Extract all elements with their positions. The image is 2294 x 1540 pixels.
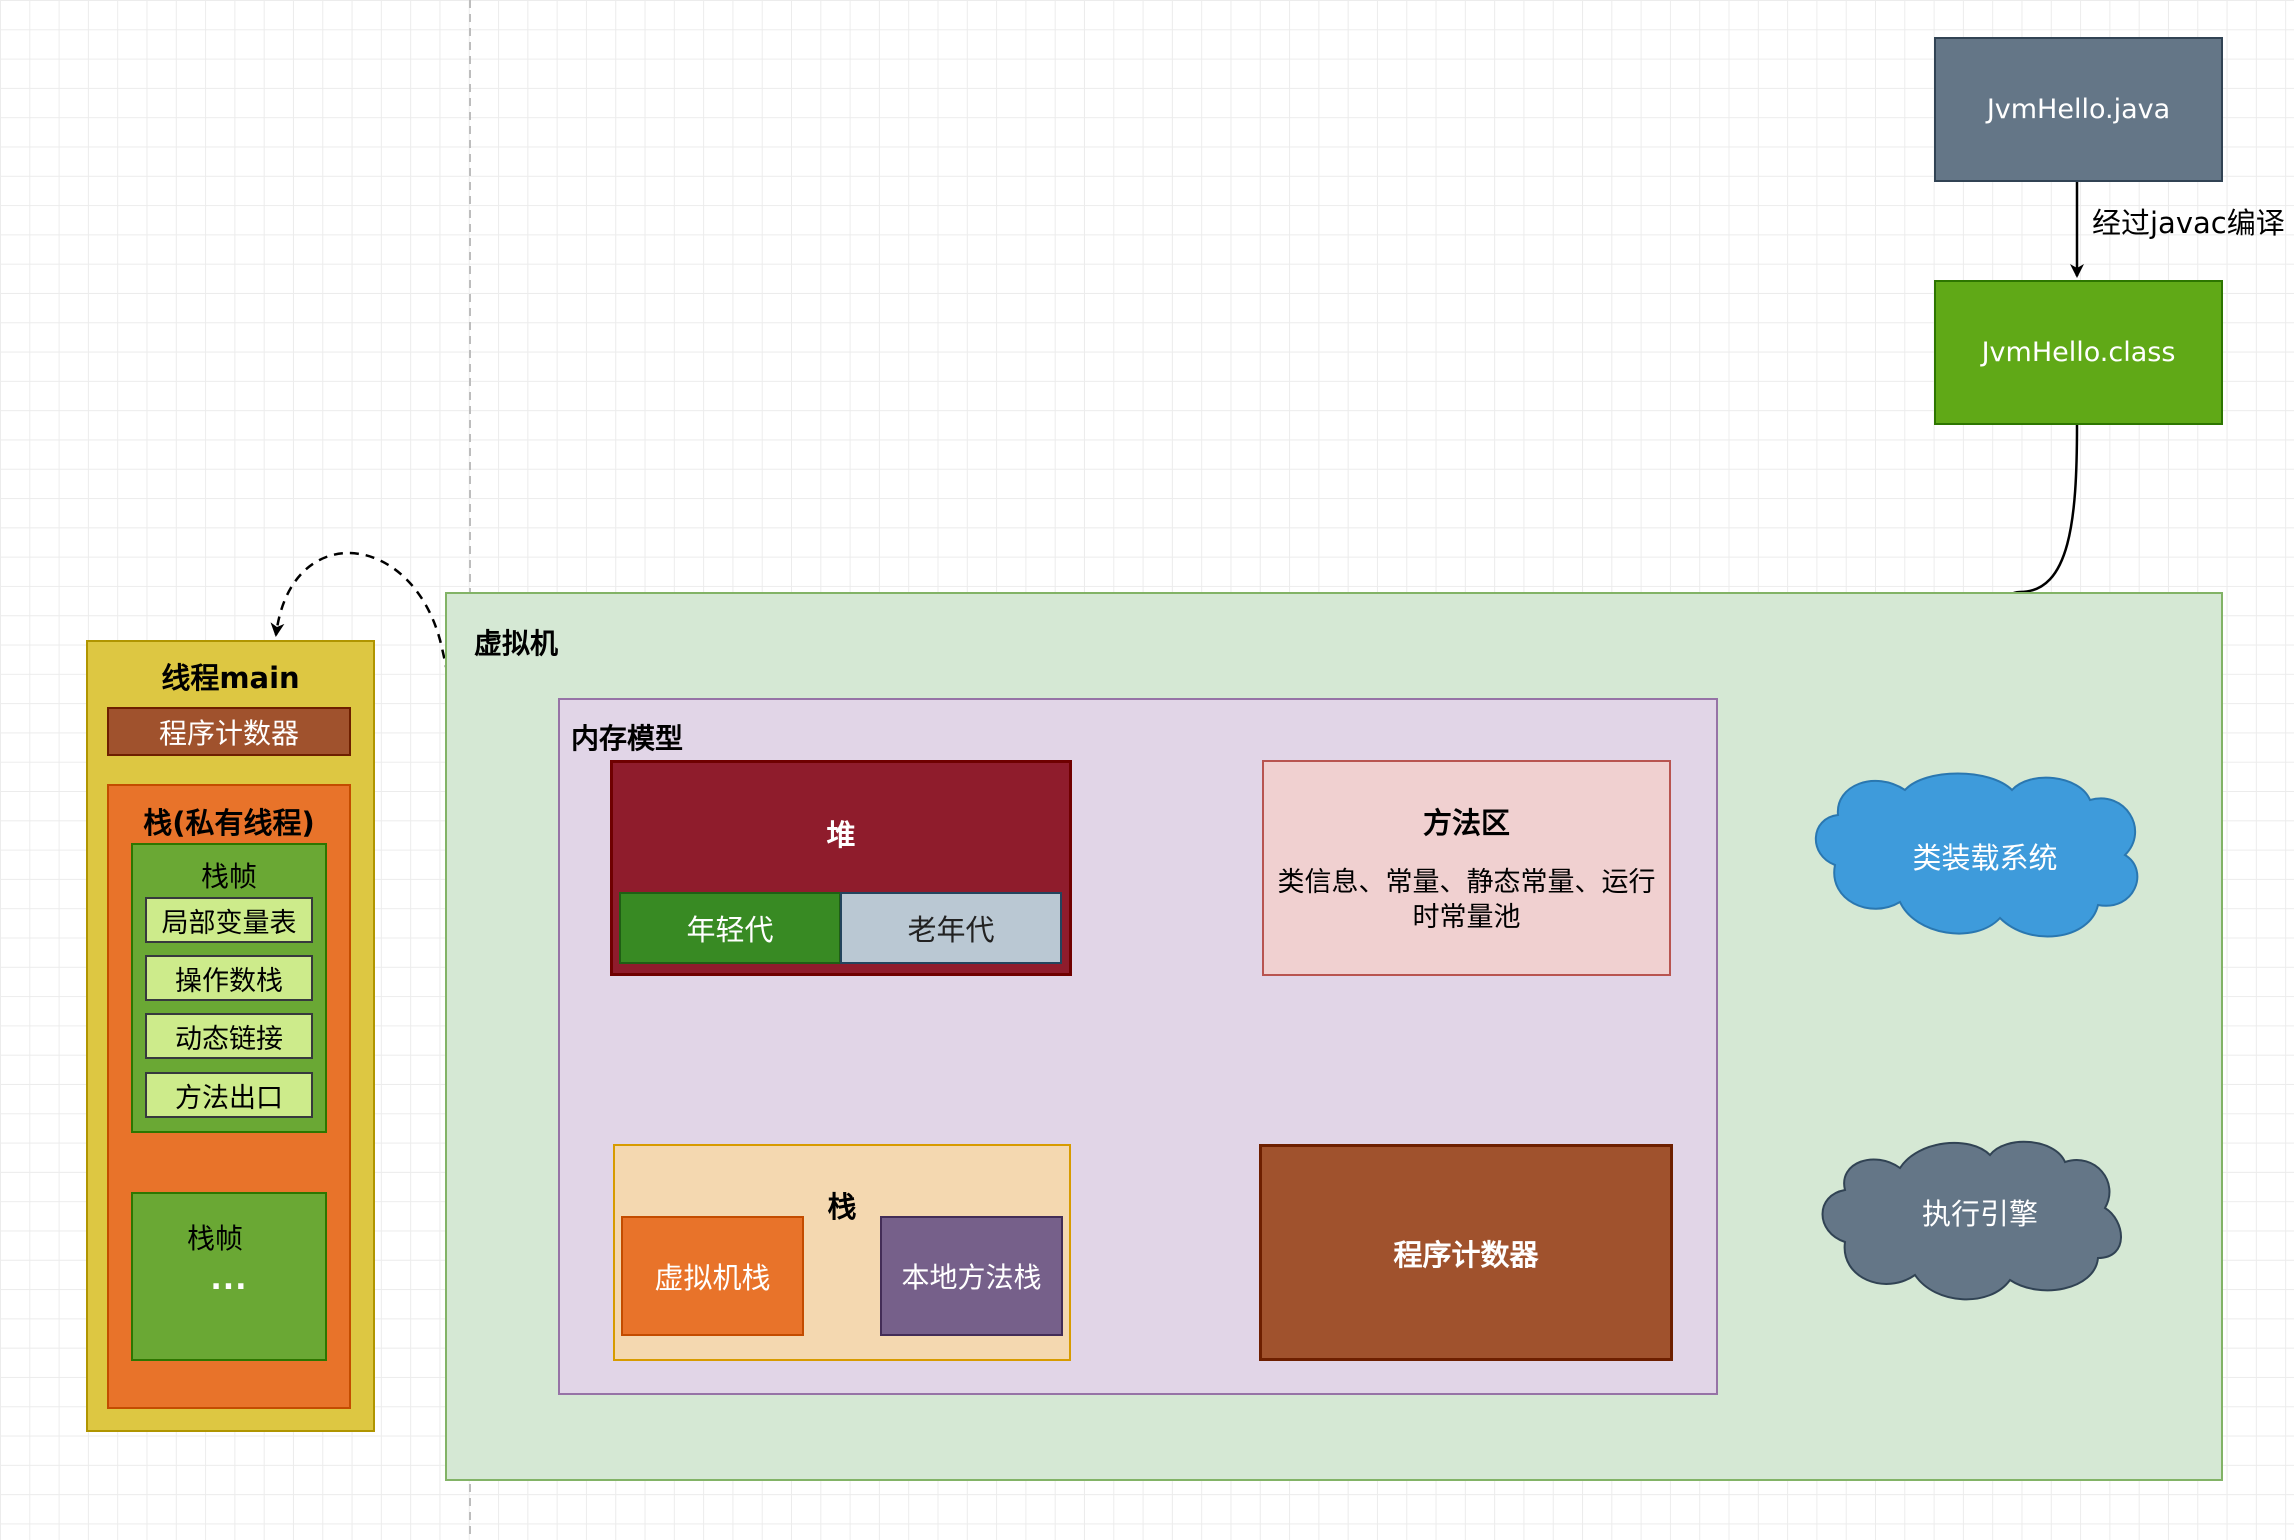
dynamic-linking-label: 动态链接	[175, 1023, 283, 1055]
method-area-box	[1262, 760, 1671, 976]
young-generation-box: 年轻代	[619, 892, 841, 964]
vm-stack-box: 虚拟机栈	[621, 1216, 804, 1336]
method-area-title: 方法区	[1422, 806, 1510, 840]
vmstack-to-thread-arrow	[270, 551, 622, 1250]
program-counter-label: 程序计数器	[1393, 1237, 1539, 1272]
dynamic-linking: 动态链接	[145, 1013, 313, 1059]
program-counter-box: 程序计数器	[1259, 1144, 1673, 1361]
class-file-label: JvmHello.class	[1981, 337, 2176, 368]
thread-program-counter-label: 程序计数器	[158, 716, 299, 750]
stack-frame-2-ellipsis: ...	[210, 1262, 248, 1297]
thread-main-title: 线程main	[161, 661, 300, 695]
method-exit: 方法出口	[145, 1072, 313, 1118]
operand-stack-label: 操作数栈	[175, 965, 283, 997]
method-area-description: 类信息、常量、静态常量、运行时常量池	[1277, 867, 1656, 933]
compile-label: 经过javac编译	[2092, 206, 2285, 240]
method-exit-label: 方法出口	[175, 1082, 283, 1114]
heap-label: 堆	[826, 818, 856, 852]
local-variable-table-label: 局部变量表	[161, 907, 297, 939]
stack-label: 栈	[827, 1190, 857, 1224]
native-method-stack-box: 本地方法栈	[880, 1216, 1063, 1336]
java-source-box: JvmHello.java	[1934, 37, 2223, 182]
class-loader-cloud	[1814, 772, 2139, 938]
thread-stack-title: 栈(私有线程)	[143, 806, 315, 840]
stack-frame-title: 栈帧	[200, 860, 257, 893]
execution-engine-label: 执行引擎	[1921, 1197, 2038, 1231]
stack-frame-2-box	[131, 1192, 327, 1361]
native-method-stack-label: 本地方法栈	[901, 1261, 1042, 1294]
young-generation-label: 年轻代	[686, 913, 774, 947]
java-source-label: JvmHello.java	[1986, 94, 2171, 125]
vm-stack-label: 虚拟机栈	[654, 1261, 771, 1295]
old-generation-box: 老年代	[840, 892, 1062, 964]
operand-stack: 操作数栈	[145, 955, 313, 1001]
class-file-box: JvmHello.class	[1934, 280, 2223, 425]
thread-program-counter: 程序计数器	[107, 707, 351, 756]
class-loader-label: 类装载系统	[1912, 841, 2058, 875]
virtual-machine-label: 虚拟机	[474, 627, 559, 660]
old-generation-label: 老年代	[907, 913, 995, 947]
local-variable-table: 局部变量表	[145, 897, 313, 943]
execution-engine-cloud	[1821, 1140, 2122, 1301]
stack-frame-2-title: 栈帧	[186, 1222, 243, 1255]
memory-model-label: 内存模型	[571, 722, 684, 755]
